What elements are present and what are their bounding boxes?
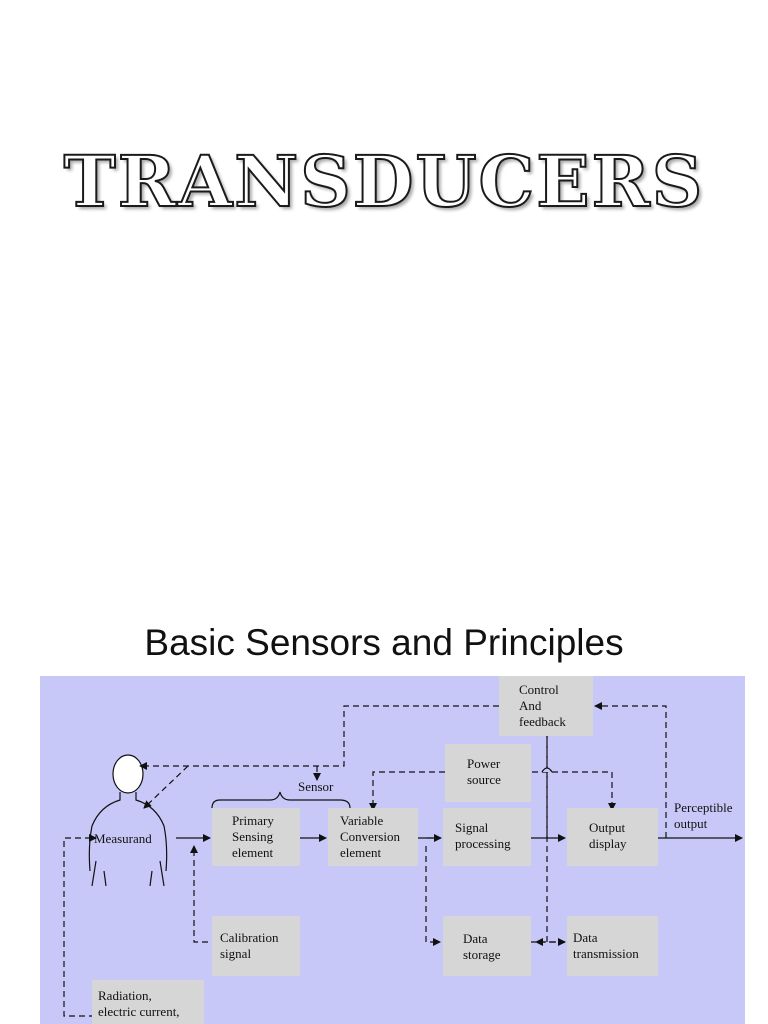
sensor-label: Sensor: [298, 779, 334, 794]
data-storage-box: Data storage: [443, 916, 531, 976]
measurand-label: Measurand: [94, 831, 152, 846]
radiation-box: Radiation, electric current,: [92, 980, 204, 1024]
control-feedback-box: Control And feedback: [499, 676, 593, 736]
output-display-box: Output display: [567, 808, 658, 866]
primary-sensing-box: Primary Sensing element: [212, 808, 300, 866]
signal-processing-box: Signal processing: [443, 808, 531, 866]
section-title: Basic Sensors and Principles: [144, 622, 624, 663]
variable-conversion-box: Variable Conversion element: [328, 808, 418, 866]
sensor-block-diagram: Sensor Measurand Perceptible output Cont…: [40, 676, 745, 1024]
perceptible-output-label: Perceptible output: [674, 800, 733, 831]
slide-title: Transducers: [63, 139, 705, 224]
diagram-connectors: [63, 702, 743, 1017]
calibration-signal-box: Calibration signal: [212, 916, 300, 976]
data-transmission-box: Data transmission: [567, 916, 658, 976]
human-figure-icon: [88, 754, 168, 887]
power-source-box: Power source: [445, 744, 531, 802]
